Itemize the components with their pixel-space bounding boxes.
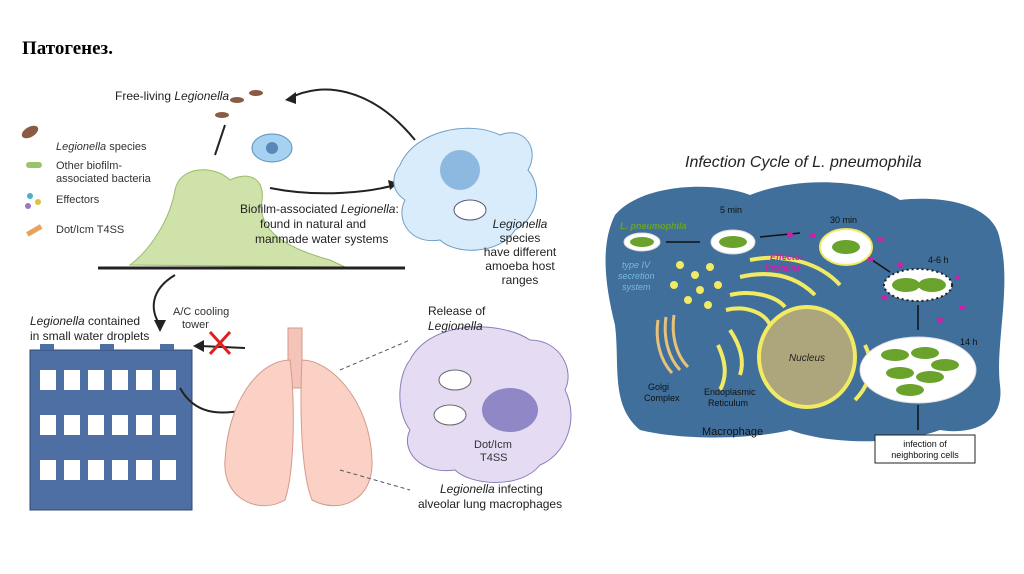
bacterium [630, 237, 654, 247]
amoeba-label-4: amoeba host [485, 259, 555, 273]
slide-title: Патогенез. [22, 38, 113, 59]
bacterium [892, 278, 920, 292]
legend-item-biofilm-2: associated bacteria [56, 173, 152, 185]
free-living-label: Free-living Legionella [115, 89, 229, 103]
secretion-label-2: secretion [618, 271, 655, 281]
legend-item-biofilm-1: Other biofilm- [56, 160, 122, 172]
roof-vent [40, 344, 54, 350]
legend-item-effectors: Effectors [56, 194, 100, 206]
biofilm-mound [128, 169, 346, 268]
arrow-down-to-biofilm [214, 124, 226, 156]
infect-label-1: Legionella infecting [440, 482, 543, 496]
effector-legend-dot [35, 199, 41, 205]
arrow-to-building [152, 274, 176, 326]
building [29, 344, 193, 511]
arrow [759, 232, 801, 238]
infect-neighbor-label-2: neighboring cells [891, 450, 959, 460]
droplet-label-2: in small water droplets [30, 329, 149, 343]
bacterium [719, 236, 747, 248]
infect-label-2: alveolar lung macrophages [418, 497, 562, 511]
arrow-head [154, 320, 166, 332]
biofilm-label-1: Biofilm-associated Legionella: [240, 202, 399, 216]
t4ss-legend-icon [26, 224, 43, 237]
infection-cycle-diagram: Infection Cycle of L. pneumophila Nucleu… [605, 154, 1005, 464]
free-bacterium [230, 97, 244, 103]
nucleus [757, 305, 857, 409]
legend: Legionella species Other biofilm- associ… [21, 125, 152, 237]
effector-label-2: Proteins [765, 263, 801, 273]
nucleus-label: Nucleus [789, 353, 825, 364]
zoom-line [339, 469, 411, 491]
arrow-head [193, 340, 204, 352]
dot-label-1: Dot/Icm [474, 439, 512, 451]
roof-vent [160, 344, 174, 350]
vacuole [438, 369, 472, 391]
biofilm-bacteria-legend-icon [26, 162, 42, 168]
er-label-2: Reticulum [708, 398, 748, 408]
l-pneumophila-label: L. pneumophila [620, 221, 687, 231]
lungs [224, 327, 373, 507]
release-label-2: Legionella [428, 319, 483, 333]
biofilm-label-3: manmade water systems [255, 232, 388, 246]
biofilm-label-2: found in natural and [260, 217, 366, 231]
time-4-6h: 4-6 h [928, 255, 949, 265]
release-label-1: Release of [428, 304, 486, 318]
neighbor-infection-box [874, 434, 976, 464]
amoeba-label-5: ranges [502, 273, 539, 287]
amoeba-label-3: have different [484, 245, 557, 259]
amoeba-label-2: species [500, 231, 541, 245]
macrophage-label: Macrophage [702, 426, 763, 438]
bacterium [832, 240, 860, 254]
infection-cycle-title: Infection Cycle of L. pneumophila [685, 154, 922, 171]
macrophage-nucleus [482, 388, 538, 432]
legionella-vacuole [453, 199, 487, 221]
effector-dots [787, 232, 965, 323]
time-5min: 5 min [720, 205, 742, 215]
host-amoeba-nucleus [440, 150, 480, 190]
arrow-to-amoeba [269, 184, 396, 195]
cooling-label-2: tower [182, 319, 209, 331]
free-bacterium [249, 90, 263, 96]
infect-neighbor-label-1: infection of [903, 439, 947, 449]
legend-item-t4ss: Dot/Icm T4SS [56, 224, 124, 236]
golgi-label-1: Golgi [648, 382, 669, 392]
effector-legend-dot [25, 203, 31, 209]
cooling-label-1: A/C cooling [173, 306, 229, 318]
legionella-legend-icon [21, 125, 39, 139]
effector-label-1: Effector [770, 252, 804, 262]
arrow-back-to-free [289, 88, 416, 141]
bacterium [918, 278, 946, 292]
blocked-x-icon [208, 330, 232, 356]
effector-legend-icon [27, 193, 33, 199]
endoplasmic-reticulum [716, 255, 873, 402]
droplet-label-1: Legionella contained [30, 314, 140, 328]
golgi-complex [655, 314, 690, 375]
time-14h: 14 h [960, 337, 978, 347]
er-label-1: Endoplasmic [704, 387, 756, 397]
dot-label-2: T4SS [480, 452, 508, 464]
legend-item-species: Legionella species [56, 141, 147, 153]
arrow [871, 259, 891, 273]
amoeba-nucleus [266, 142, 278, 154]
golgi-label-2: Complex [644, 393, 680, 403]
amoeba-label-1: Legionella [493, 217, 548, 231]
roof-vent [100, 344, 114, 350]
vesicle-dots [670, 261, 722, 309]
vacuole [433, 404, 467, 426]
arrow-head [285, 92, 296, 104]
free-bacterium [215, 112, 229, 118]
secretion-label-3: system [622, 282, 651, 292]
time-30min: 30 min [830, 215, 857, 225]
windows [40, 370, 176, 480]
replicated-bacteria [881, 347, 959, 396]
secretion-label-1: type IV [622, 260, 651, 270]
zoom-line [339, 339, 411, 371]
legionella-lifecycle-diagram: Free-living Legionella Legionella specie… [21, 88, 572, 511]
